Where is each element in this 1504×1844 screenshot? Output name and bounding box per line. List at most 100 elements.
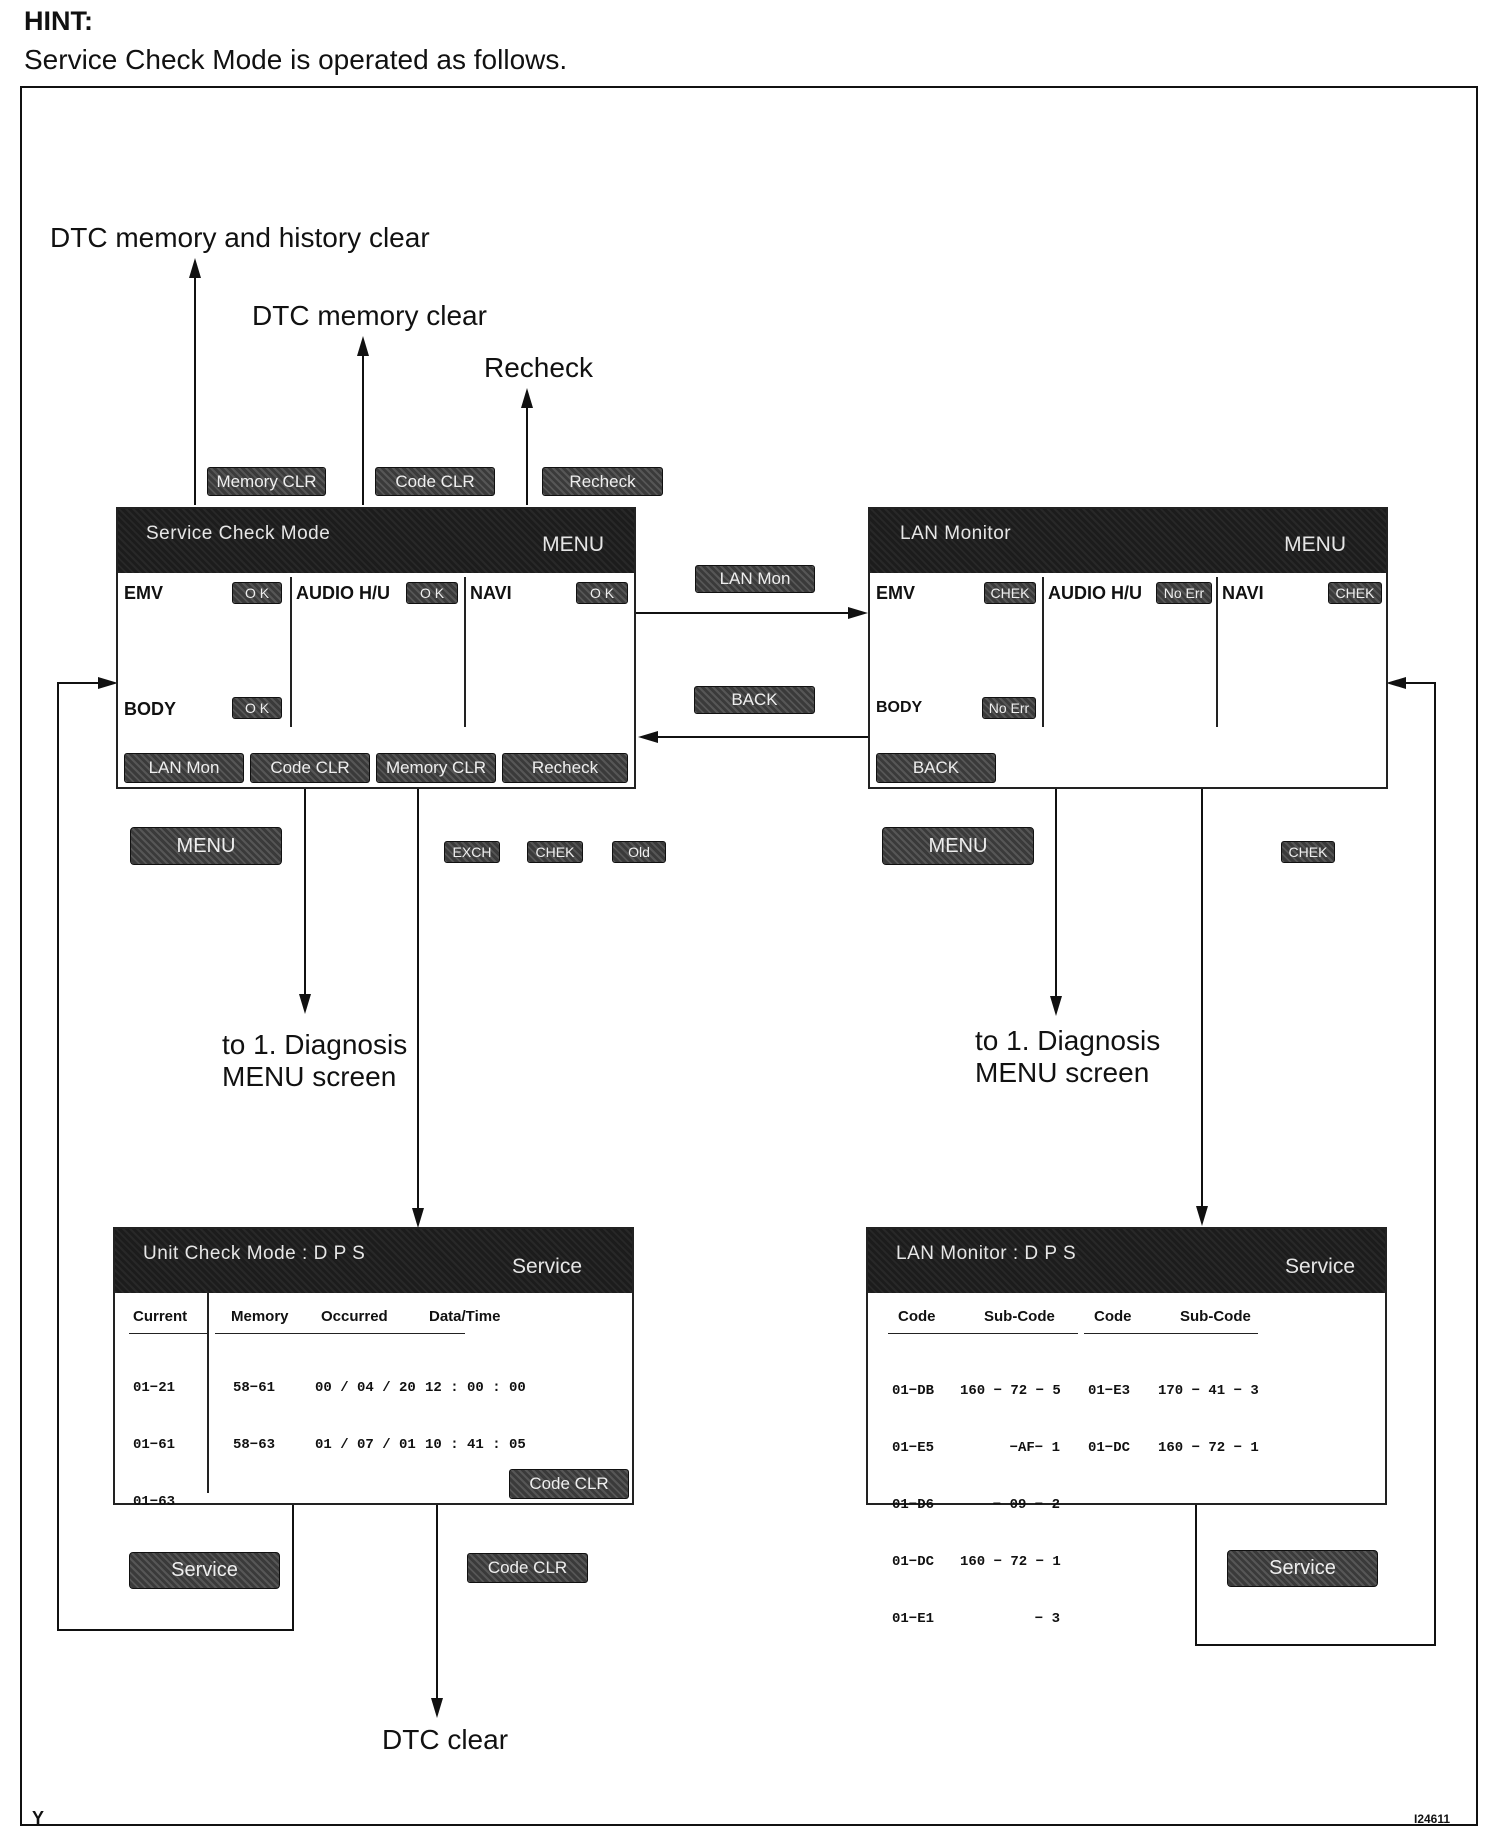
- screen-title: Unit Check Mode : D P S: [143, 1243, 366, 1264]
- table-cell: 160 − 72 − 5: [960, 1383, 1061, 1399]
- table-cell: 160 − 72 − 1: [1158, 1440, 1259, 1456]
- body-status-badge[interactable]: O K: [232, 697, 282, 719]
- table-cell: 01−E5: [892, 1440, 935, 1456]
- header-occurred: Occurred: [321, 1308, 388, 1325]
- loop-service-left: [57, 682, 294, 1631]
- table-cell: 01−D6: [892, 1497, 935, 1513]
- memory-col: 58−61 58−63: [233, 1341, 275, 1493]
- menu-button-left[interactable]: MENU: [130, 827, 282, 865]
- menu-button[interactable]: MENU: [1284, 533, 1346, 556]
- header-current: Current: [133, 1308, 188, 1325]
- table-cell: 160 − 72 − 1: [960, 1554, 1061, 1570]
- header-code-1: Code: [898, 1308, 936, 1325]
- audio-status-badge[interactable]: O K: [406, 582, 458, 604]
- table-cell: 01−61: [133, 1437, 176, 1453]
- label-dtc-memory-history-clear: DTC memory and history clear: [50, 222, 430, 253]
- navi-status-badge[interactable]: CHEK: [1328, 582, 1382, 604]
- body-label: BODY: [876, 699, 923, 716]
- service-button-left[interactable]: Service: [129, 1552, 280, 1589]
- header-rule: [888, 1333, 1078, 1334]
- audio-label: AUDIO H/U: [1048, 583, 1142, 603]
- current-col: 01−21 01−61 01−63: [133, 1341, 175, 1550]
- divider: [1042, 577, 1044, 727]
- label-to-diagnosis-right-line2: MENU screen: [975, 1057, 1150, 1088]
- code-clr-button[interactable]: Code CLR: [509, 1469, 629, 1499]
- table-cell: 170 − 41 − 3: [1158, 1383, 1259, 1399]
- body-label: BODY: [124, 699, 177, 719]
- recheck-button[interactable]: Recheck: [502, 753, 628, 783]
- lan-mon-button[interactable]: LAN Mon: [124, 753, 244, 783]
- table-cell: 58−61: [233, 1380, 276, 1396]
- table-cell: 01−DC: [1088, 1440, 1131, 1456]
- occurred-col: 00 / 04 / 20 01 / 07 / 01: [315, 1341, 416, 1493]
- menu-button-right[interactable]: MENU: [882, 827, 1034, 865]
- screen-header: LAN Monitor MENU: [870, 509, 1386, 573]
- diagram-frame: [20, 86, 1478, 1826]
- navi-label: NAVI: [470, 583, 512, 603]
- table-cell: − 3: [1034, 1611, 1060, 1627]
- hint-subtitle: Service Check Mode is operated as follow…: [24, 44, 568, 75]
- header-rule: [129, 1333, 209, 1334]
- label-to-diagnosis-right-line1: to 1. Diagnosis: [975, 1025, 1161, 1056]
- unit-check-mode-screen: Unit Check Mode : D P S Service Current …: [113, 1227, 634, 1510]
- header-memory: Memory: [231, 1308, 289, 1325]
- service-button[interactable]: Service: [511, 1255, 582, 1278]
- table-cell: 01−E3: [1088, 1383, 1131, 1399]
- header-subcode-2: Sub-Code: [1180, 1308, 1251, 1325]
- label-dtc-clear: DTC clear: [382, 1724, 509, 1755]
- emv-status-badge[interactable]: CHEK: [984, 582, 1036, 604]
- chek-button-right[interactable]: CHEK: [1281, 841, 1335, 863]
- table-cell: 01−E1: [892, 1611, 935, 1627]
- loop-service-right: [1195, 682, 1436, 1646]
- divider: [207, 1293, 209, 1493]
- service-button-right[interactable]: Service: [1227, 1550, 1378, 1587]
- corner-mark-left: Y: [32, 1808, 45, 1828]
- service-button[interactable]: Service: [1284, 1255, 1355, 1278]
- code-col-1: 01−DB 01−E5 01−D6 01−DC 01−E1: [892, 1344, 934, 1667]
- exch-button[interactable]: EXCH: [444, 841, 500, 863]
- screen-title: LAN Monitor : D P S: [896, 1243, 1077, 1264]
- datetime-col: 12 : 00 : 00 10 : 41 : 05: [425, 1341, 526, 1493]
- label-recheck: Recheck: [484, 352, 593, 383]
- audio-label: AUDIO H/U: [296, 583, 390, 603]
- lan-monitor-dps-screen: LAN Monitor : D P S Service Code Sub-Cod…: [866, 1227, 1387, 1627]
- label-to-diagnosis-left-line1: to 1. Diagnosis: [222, 1029, 408, 1060]
- table-cell: 01−DC: [892, 1554, 935, 1570]
- screen-title: Service Check Mode: [146, 523, 331, 544]
- label-to-diagnosis-left-line2: MENU screen: [222, 1061, 397, 1092]
- lan-mon-transition-button[interactable]: LAN Mon: [695, 565, 815, 593]
- memory-clr-button[interactable]: Memory CLR: [376, 753, 496, 783]
- chek-button-left[interactable]: CHEK: [527, 841, 583, 863]
- subcode-col-2: 170 − 41 − 3 160 − 72 − 1: [1158, 1344, 1259, 1496]
- body-status-badge[interactable]: No Err: [982, 697, 1036, 719]
- service-check-mode-screen: Service Check Mode MENU EMV O K AUDIO H/…: [116, 507, 636, 789]
- divider: [1216, 577, 1218, 727]
- lan-monitor-screen: LAN Monitor MENU EMV CHEK AUDIO H/U No E…: [868, 507, 1388, 789]
- header-rule: [215, 1333, 465, 1334]
- table-cell: −AF− 1: [1009, 1440, 1060, 1456]
- memory-clr-button[interactable]: Memory CLR: [207, 467, 326, 496]
- emv-label: EMV: [124, 583, 164, 603]
- code-clr-button[interactable]: Code CLR: [375, 467, 495, 496]
- figure-id: I24611: [1414, 1812, 1451, 1826]
- divider: [464, 577, 466, 727]
- screen-title: LAN Monitor: [900, 523, 1012, 544]
- menu-button[interactable]: MENU: [542, 533, 604, 556]
- back-transition-button[interactable]: BACK: [694, 686, 815, 714]
- code-clr-button-bottom[interactable]: Code CLR: [467, 1553, 588, 1583]
- old-button[interactable]: Old: [612, 841, 666, 863]
- code-clr-button[interactable]: Code CLR: [250, 753, 370, 783]
- emv-label: EMV: [876, 583, 916, 603]
- recheck-button[interactable]: Recheck: [542, 467, 663, 496]
- navi-status-badge[interactable]: O K: [576, 582, 628, 604]
- table-cell: 01 / 07 / 01: [315, 1437, 416, 1453]
- back-button[interactable]: BACK: [876, 753, 996, 783]
- screen-header: Service Check Mode MENU: [118, 509, 634, 573]
- screen-header: Unit Check Mode : D P S Service: [115, 1229, 632, 1293]
- audio-status-badge[interactable]: No Err: [1156, 582, 1212, 604]
- hint-heading: HINT:: [24, 6, 93, 36]
- table-cell: 01−DB: [892, 1383, 935, 1399]
- header-rule: [1084, 1333, 1258, 1334]
- emv-status-badge[interactable]: O K: [232, 582, 282, 604]
